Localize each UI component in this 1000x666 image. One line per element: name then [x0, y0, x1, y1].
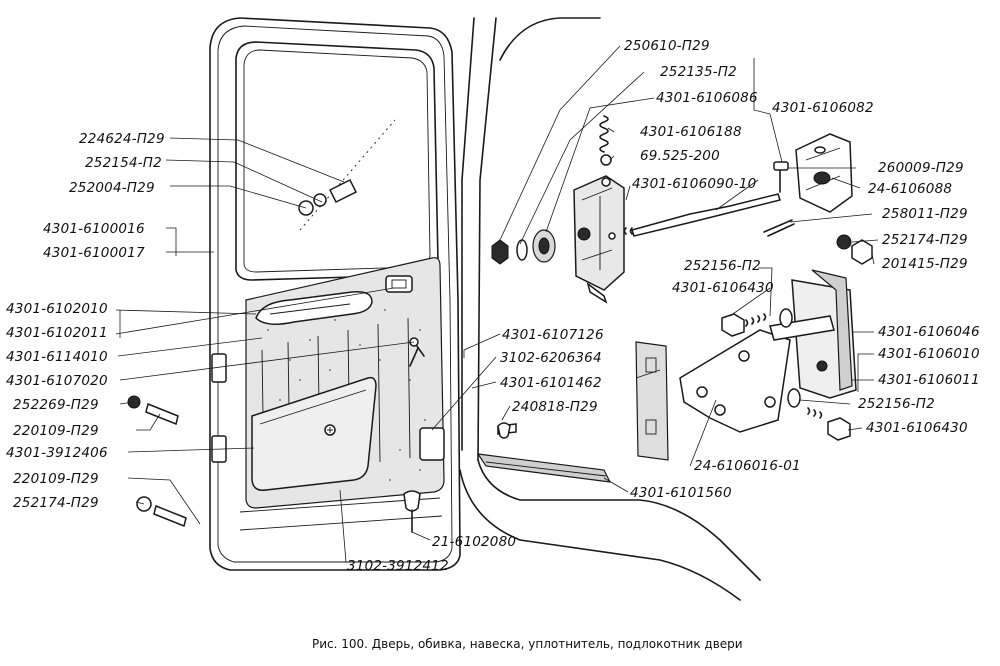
callout-c32: 252174-П29	[882, 232, 968, 248]
figure-caption: Рис. 100. Дверь, обивка, навеска, уплотн…	[312, 637, 743, 651]
hinge-assembly	[497, 269, 857, 461]
striker-assembly	[763, 133, 873, 265]
callout-c39: 252156-П2	[858, 396, 935, 412]
screw-group-upper	[298, 178, 358, 216]
callout-c17: 4301-6107126	[502, 327, 604, 343]
callout-labels: 224624-П29 252154-П2 252004-П29 4301-610…	[6, 38, 980, 574]
callout-c16: 21-6102080	[432, 534, 516, 550]
callout-c27: 4301-6106090-10	[632, 176, 756, 192]
callout-c29: 260009-П29	[878, 160, 964, 176]
callout-c21: 4301-6101560	[630, 485, 732, 501]
callout-c3: 252004-П29	[69, 180, 155, 196]
lock-assembly	[491, 115, 781, 304]
callout-c11: 220109-П29	[13, 423, 99, 439]
callout-c6: 4301-6102010	[6, 301, 108, 317]
callout-c20: 240818-П29	[512, 399, 598, 415]
callout-c7: 4301-6102011	[6, 325, 108, 341]
callout-c28: 4301-6106082	[772, 100, 874, 116]
callout-c37: 4301-6106010	[878, 346, 980, 362]
callout-c15: 3102-3912412	[347, 558, 449, 574]
callout-c1: 224624-П29	[79, 131, 165, 147]
door-assembly	[127, 17, 461, 571]
callout-c36: 4301-6106046	[878, 324, 980, 340]
callout-c18: 3102-6206364	[500, 350, 602, 366]
screw-group-lower	[127, 395, 187, 528]
callout-c41: 24-6106016-01	[694, 458, 801, 474]
callout-c5: 4301-6100017	[43, 245, 145, 261]
callout-c8: 4301-6114010	[6, 349, 108, 365]
callout-c40: 4301-6106430	[866, 420, 968, 436]
callout-c34: 252156-П2	[684, 258, 761, 274]
callout-c23: 252135-П2	[660, 64, 737, 80]
body-opening	[459, 17, 761, 601]
callout-c2: 252154-П2	[85, 155, 162, 171]
callout-c12: 4301-3912406	[6, 445, 108, 461]
callout-c10: 252269-П29	[13, 397, 99, 413]
callout-c4: 4301-6100016	[43, 221, 145, 237]
callout-c31: 258011-П29	[882, 206, 968, 222]
leader-lines	[115, 45, 879, 563]
callout-c24: 4301-6106086	[656, 90, 758, 106]
callout-c9: 4301-6107020	[6, 373, 108, 389]
callout-c26: 69.525-200	[640, 148, 720, 164]
callout-c38: 4301-6106011	[878, 372, 980, 388]
callout-c14: 252174-П29	[13, 495, 99, 511]
callout-c19: 4301-6101462	[500, 375, 602, 391]
callout-c22: 250610-П29	[624, 38, 710, 54]
callout-c13: 220109-П29	[13, 471, 99, 487]
callout-c33: 201415-П29	[882, 256, 968, 272]
callout-c35: 4301-6106430	[672, 280, 774, 296]
callout-c25: 4301-6106188	[640, 124, 742, 140]
callout-c30: 24-6106088	[868, 181, 952, 197]
